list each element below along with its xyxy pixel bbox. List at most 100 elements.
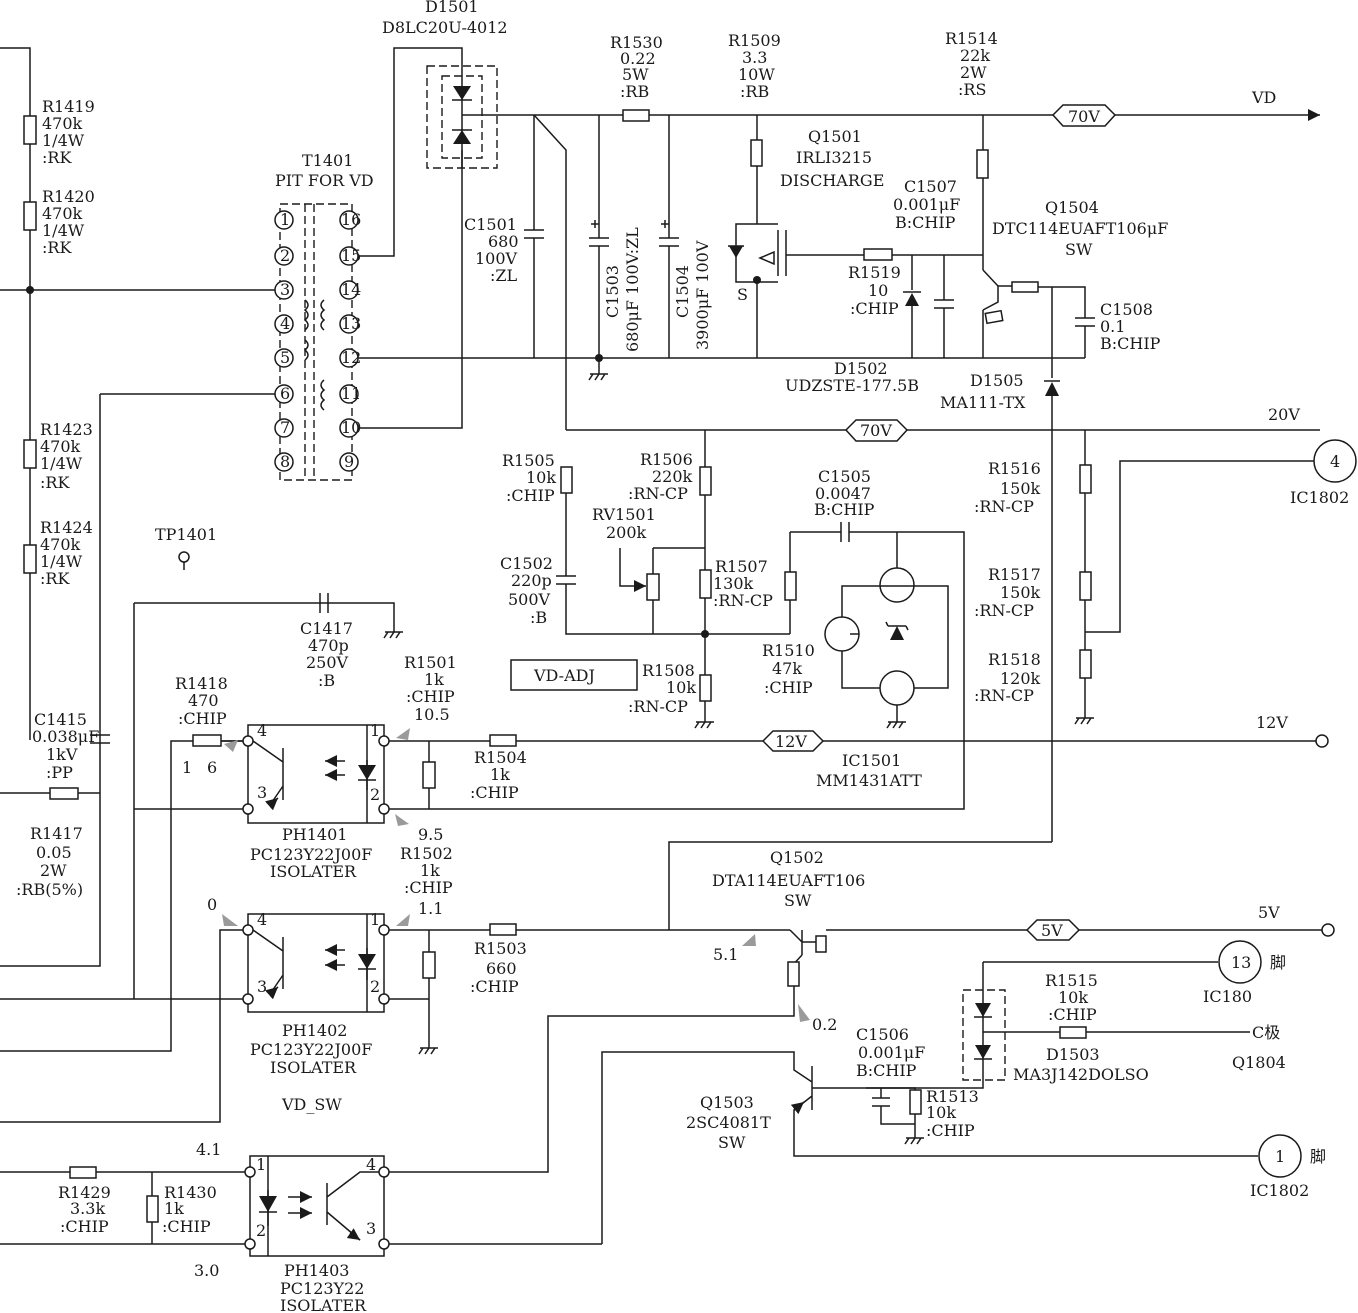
- measure-1-1: 1.1: [418, 899, 443, 918]
- measure-0: 0: [207, 895, 217, 914]
- pin-13: 13: [341, 314, 361, 333]
- c1505-k: B:CHIP: [814, 500, 875, 519]
- r1501: R1501: [404, 653, 457, 672]
- r1510-k: :CHIP: [764, 678, 813, 697]
- d1503-p: MA3J142DOLSO: [1013, 1065, 1149, 1084]
- c1503-v: 680μF 100V:ZL: [623, 227, 642, 352]
- c1507: C1507: [904, 177, 957, 196]
- pin-11: 11: [341, 384, 361, 403]
- r1513-v: 10k: [926, 1103, 956, 1122]
- r1501-k: :CHIP: [406, 687, 455, 706]
- r1530-k: :RB: [620, 82, 649, 101]
- c1415: C1415: [34, 710, 87, 729]
- r1514: R1514: [945, 29, 998, 48]
- r1418: R1418: [175, 674, 228, 693]
- q1504: Q1504: [1045, 198, 1099, 217]
- jiao-13: 脚: [1270, 953, 1286, 972]
- c1505-v: 0.0047: [815, 484, 871, 503]
- r1509-k: :RB: [740, 82, 769, 101]
- d1501-ref: D1501: [425, 0, 479, 16]
- pin-2: 2: [280, 246, 290, 265]
- measure-6: 6: [207, 758, 217, 777]
- r1418-k: :CHIP: [178, 709, 227, 728]
- t1401-d: PIT FOR VD: [275, 171, 374, 190]
- transformer-pin-numbers: 1 2 3 4 5 6 7 8 16 15 14 13 12 11 10 9: [280, 210, 361, 471]
- v5-box: 5V: [1041, 921, 1063, 940]
- c1501: C1501: [464, 215, 517, 234]
- r1420: R1420: [42, 187, 95, 206]
- pin-16: 16: [341, 210, 361, 229]
- wiring: [0, 47, 1357, 1257]
- d1501-part: D8LC20U-4012: [382, 18, 508, 37]
- r1517: R1517: [988, 565, 1041, 584]
- pin-9: 9: [344, 452, 354, 471]
- ph1402-p: PC123Y22J00F: [250, 1040, 372, 1059]
- r1514-w: 2W: [960, 63, 987, 82]
- ic180-pin-13: 13: [1231, 953, 1251, 972]
- vd-net: VD: [1251, 88, 1276, 107]
- r1417-k: :RB(5%): [16, 880, 83, 899]
- r1507: R1507: [715, 557, 768, 576]
- r1515-v: 10k: [1058, 988, 1088, 1007]
- ph1401-pin-4: 4: [257, 721, 267, 740]
- q1502: Q1502: [770, 848, 824, 867]
- c1503: C1503: [603, 265, 622, 318]
- r1530-v: 0.22: [620, 49, 656, 68]
- r1417: R1417: [30, 824, 83, 843]
- measure-9-5: 9.5: [418, 825, 443, 844]
- r1518-k: :RN-CP: [974, 686, 1034, 705]
- r1423-w: 1/4W: [40, 454, 83, 473]
- pin-1: 1: [280, 210, 290, 229]
- r1508-v: 10k: [666, 678, 696, 697]
- d1502-p: UDZSTE-177.5B: [785, 376, 919, 395]
- q1804: Q1804: [1232, 1053, 1286, 1072]
- r1507-k: :RN-CP: [713, 591, 773, 610]
- c1504: C1504: [673, 265, 692, 318]
- ph1402-pin-4: 4: [257, 910, 267, 929]
- c1501-v: 680: [488, 232, 519, 251]
- r1505-k: :CHIP: [506, 486, 555, 505]
- r1503-v: 660: [486, 959, 517, 978]
- rv1501: RV1501: [592, 505, 656, 524]
- r1514-k: :RS: [958, 80, 986, 99]
- d1503: D1503: [1046, 1045, 1100, 1064]
- c1508-k: B:CHIP: [1100, 334, 1161, 353]
- r1430: R1430: [164, 1183, 217, 1202]
- r1417-v: 0.05: [36, 843, 72, 862]
- transformer-pins: [274, 210, 359, 472]
- r1505-v: 10k: [526, 468, 556, 487]
- ic1802-pin-1: 1: [1275, 1147, 1285, 1166]
- ph1403-f: ISOLATER: [280, 1296, 367, 1313]
- v12: 12V: [1256, 713, 1288, 732]
- c-collector: C极: [1252, 1023, 1280, 1042]
- r1509: R1509: [728, 31, 781, 50]
- r1501-measure: 10.5: [414, 705, 450, 724]
- pin-6: 6: [280, 384, 290, 403]
- r1510: R1510: [762, 641, 815, 660]
- ph1403-pin-2: 2: [256, 1221, 266, 1240]
- ph1401: PH1401: [282, 825, 347, 844]
- r1504: R1504: [474, 748, 527, 767]
- ph1403-pin-1: 1: [256, 1155, 266, 1174]
- measure-5-1: 5.1: [713, 945, 738, 964]
- r1518-v: 120k: [1000, 669, 1041, 688]
- ph1403: PH1403: [284, 1261, 349, 1280]
- pin-14: 14: [341, 280, 361, 299]
- r1510-v: 47k: [772, 659, 802, 678]
- jiao-1: 脚: [1310, 1147, 1326, 1166]
- r1420-w: 1/4W: [42, 221, 85, 240]
- tp1401: TP1401: [155, 525, 217, 544]
- c1508: C1508: [1100, 300, 1153, 319]
- v5: 5V: [1258, 903, 1280, 922]
- r1502-k: :CHIP: [404, 878, 453, 897]
- r1424-k: :RK: [40, 569, 70, 588]
- r1508: R1508: [642, 661, 695, 680]
- q1501-p: IRLI3215: [796, 148, 872, 167]
- r1504-v: 1k: [490, 765, 510, 784]
- pin-10: 10: [341, 418, 361, 437]
- d1502: D1502: [834, 359, 888, 378]
- c1501-k: :ZL: [490, 266, 518, 285]
- c1415-v: 0.038μF: [32, 727, 99, 746]
- c1417-w: 250V: [306, 653, 349, 672]
- d1505: D1505: [970, 371, 1024, 390]
